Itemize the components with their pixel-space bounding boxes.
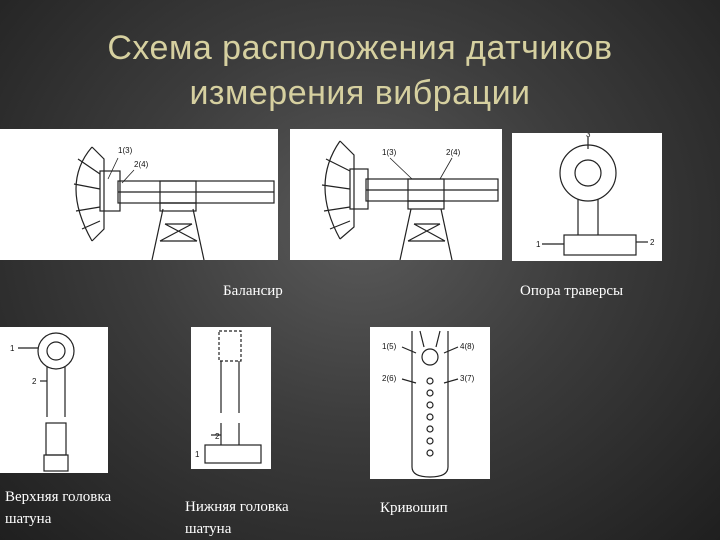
label-sensor-2-4-right: 2(4) [446,148,461,157]
crank-drawing: 1(5) 2(6) 4(8) 3(7) [382,330,475,478]
traverse-support-diagram: 3 1 2 [512,133,662,261]
label-upper-sensor-2: 2 [32,377,37,386]
crank-diagram: 1(5) 2(6) 4(8) 3(7) [370,327,490,479]
label-upper-sensor-1: 1 [10,344,15,353]
label-sensor-2-4: 2(4) [134,160,149,169]
caption-upper-line-2: шатуна [5,511,52,527]
lower-rod-head-diagram: 2 1 [191,327,271,469]
label-crank-sensor-4-8: 4(8) [460,342,475,351]
label-lower-sensor-2: 2 [215,432,220,441]
label-sensor-2: 2 [650,238,655,247]
label-lower-sensor-1: 1 [195,450,200,459]
upper-rod-head-drawing: 1 2 [10,332,75,472]
label-sensor-1-3-right: 1(3) [382,148,397,157]
caption-upper-rod-head: Верхняя головка шатуна [5,486,111,530]
title-line-1: Схема расположения датчиков [107,29,613,67]
traverse-support-drawing: 3 1 2 [536,133,655,256]
balancer-drawing-right: 1(3) 2(4) [321,140,499,260]
title-line-2: измерения вибрации [189,74,531,112]
label-crank-sensor-2-6: 2(6) [382,374,397,383]
balancer-diagram-right: 1(3) 2(4) [290,129,502,260]
caption-balancer: Балансир [223,283,283,299]
balancer-drawing-left: 1(3) 2(4) [73,146,275,260]
balancer-diagram-left: 1(3) 2(4) [0,129,278,260]
label-sensor-1-3: 1(3) [118,146,133,155]
slide-title: Схема расположения датчиков измерения ви… [0,26,720,116]
label-crank-sensor-3-7: 3(7) [460,374,475,383]
caption-lower-line-2: шатуна [185,521,232,537]
label-sensor-1: 1 [536,240,541,249]
caption-upper-line-1: Верхняя головка [5,489,112,505]
caption-lower-line-1: Нижняя головка [185,499,289,515]
caption-lower-rod-head: Нижняя головка шатуна [185,496,289,540]
upper-rod-head-diagram: 1 2 [0,327,108,473]
lower-rod-head-drawing: 2 1 [195,330,262,464]
caption-crank: Кривошип [380,500,448,516]
caption-traverse-support: Опора траверсы [520,283,624,299]
label-crank-sensor-1-5: 1(5) [382,342,397,351]
label-sensor-3: 3 [586,133,591,139]
